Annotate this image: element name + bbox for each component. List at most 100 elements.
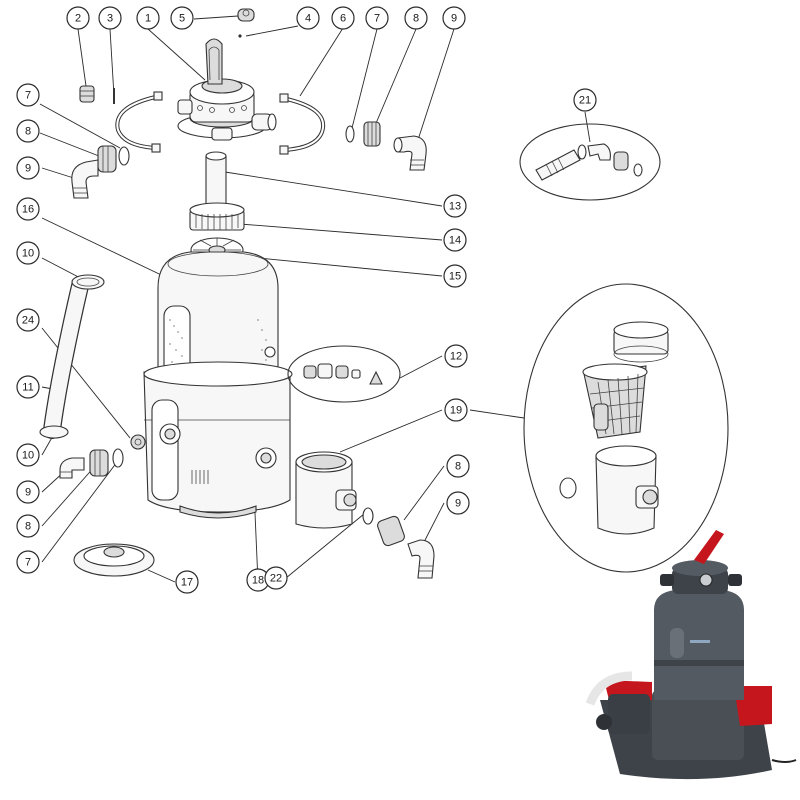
part-19-pump-housing	[295, 451, 357, 529]
part-11-hose	[43, 277, 89, 439]
callout-c2: 2	[66, 6, 90, 30]
callout-number: 8	[413, 13, 419, 25]
callout-circle	[365, 6, 389, 30]
callout-c9a: 9	[442, 6, 466, 30]
callout-circle	[296, 6, 320, 30]
callout-c21: 21	[573, 88, 597, 112]
callout-circle	[442, 6, 466, 30]
callout-circle	[16, 514, 40, 538]
callout-circle	[16, 550, 40, 574]
callout-number: 4	[305, 13, 311, 25]
part-6-clamp-right	[279, 93, 326, 155]
part-2-drawing	[79, 85, 95, 103]
callout-c8b: 8	[16, 119, 40, 143]
callout-number: 10	[22, 450, 34, 462]
callout-c8c: 8	[16, 514, 40, 538]
callout-circle	[16, 83, 40, 107]
oring-7-top	[345, 125, 355, 143]
callout-c15: 15	[443, 264, 467, 288]
callout-c14: 14	[443, 228, 467, 252]
callout-c12: 12	[444, 344, 468, 368]
callout-c9c: 9	[16, 480, 40, 504]
callout-number: 16	[22, 204, 34, 216]
callout-circle	[443, 194, 467, 218]
product-photo	[585, 530, 797, 780]
callout-circle	[16, 480, 40, 504]
callout-number: 6	[340, 13, 346, 25]
callout-c10b: 10	[16, 443, 40, 467]
callout-c10a: 10	[16, 241, 40, 265]
callout-c4: 4	[296, 6, 320, 30]
callout-number: 21	[579, 95, 591, 107]
callout-c7b: 7	[16, 83, 40, 107]
callout-number: 2	[75, 13, 81, 25]
callout-c7a: 7	[365, 6, 389, 30]
callout-c13: 13	[443, 194, 467, 218]
callout-number: 24	[22, 315, 34, 327]
callout-circle	[98, 6, 122, 30]
callout-number: 22	[270, 573, 282, 585]
part-18-base	[143, 361, 293, 519]
callout-number: 9	[451, 13, 457, 25]
callout-circle	[443, 264, 467, 288]
callout-circle	[443, 228, 467, 252]
callout-circle	[444, 344, 468, 368]
elbow-9-bottom-left	[59, 457, 85, 479]
callout-c19: 19	[444, 398, 468, 422]
part-4-drawing	[238, 34, 242, 38]
callout-number: 8	[25, 521, 31, 533]
nut-8-bottom-right	[377, 515, 405, 547]
callout-circle	[170, 6, 194, 30]
elbow-9-bottom-right	[407, 539, 435, 579]
callout-c16: 16	[16, 197, 40, 221]
part-6-clamp-left	[115, 91, 163, 153]
callout-circle	[446, 454, 470, 478]
callout-c8d: 8	[446, 454, 470, 478]
part-10-hose-clamp-top	[71, 274, 105, 290]
callout-number: 9	[455, 498, 461, 510]
callout-c3: 3	[98, 6, 122, 30]
nut-8-left	[97, 145, 117, 173]
callout-c7c: 7	[16, 550, 40, 574]
pump-exploded-detail	[523, 283, 729, 573]
callout-circle	[331, 6, 355, 30]
callout-circle	[16, 156, 40, 180]
part-17-base-plate	[73, 543, 155, 577]
callout-c24: 24	[16, 308, 40, 332]
leader-lines	[39, 15, 591, 583]
callout-number: 13	[449, 201, 461, 213]
callout-number: 7	[25, 557, 31, 569]
part-12-detail	[287, 345, 401, 403]
callout-circle	[446, 491, 470, 515]
callout-number: 15	[449, 271, 461, 283]
part-24-knob	[130, 434, 146, 450]
callout-number: 8	[455, 461, 461, 473]
oring-7-bottom-left	[112, 448, 124, 468]
callout-circle	[444, 398, 468, 422]
callout-c9b: 9	[16, 156, 40, 180]
callout-circle	[66, 6, 90, 30]
elbow-9-top	[393, 135, 427, 171]
callout-number: 11	[22, 382, 33, 394]
callout-circle	[16, 308, 40, 332]
callout-c6: 6	[331, 6, 355, 30]
callout-circle	[16, 375, 40, 399]
callout-number: 9	[25, 487, 31, 499]
nut-8-top	[363, 121, 381, 147]
callout-c1: 1	[136, 6, 160, 30]
part-16-tank	[157, 251, 279, 381]
callout-number: 5	[179, 13, 185, 25]
part-5-drawing	[237, 8, 255, 22]
callout-number: 7	[25, 90, 31, 102]
part-21-detail	[519, 123, 661, 201]
callout-number: 18	[252, 575, 264, 587]
part-14-collar	[189, 202, 245, 231]
callout-circle	[175, 570, 199, 594]
callout-number: 3	[107, 13, 113, 25]
callout-circle	[573, 88, 597, 112]
callout-c8a: 8	[404, 6, 428, 30]
callout-number: 10	[22, 248, 34, 260]
callout-number: 19	[450, 405, 462, 417]
